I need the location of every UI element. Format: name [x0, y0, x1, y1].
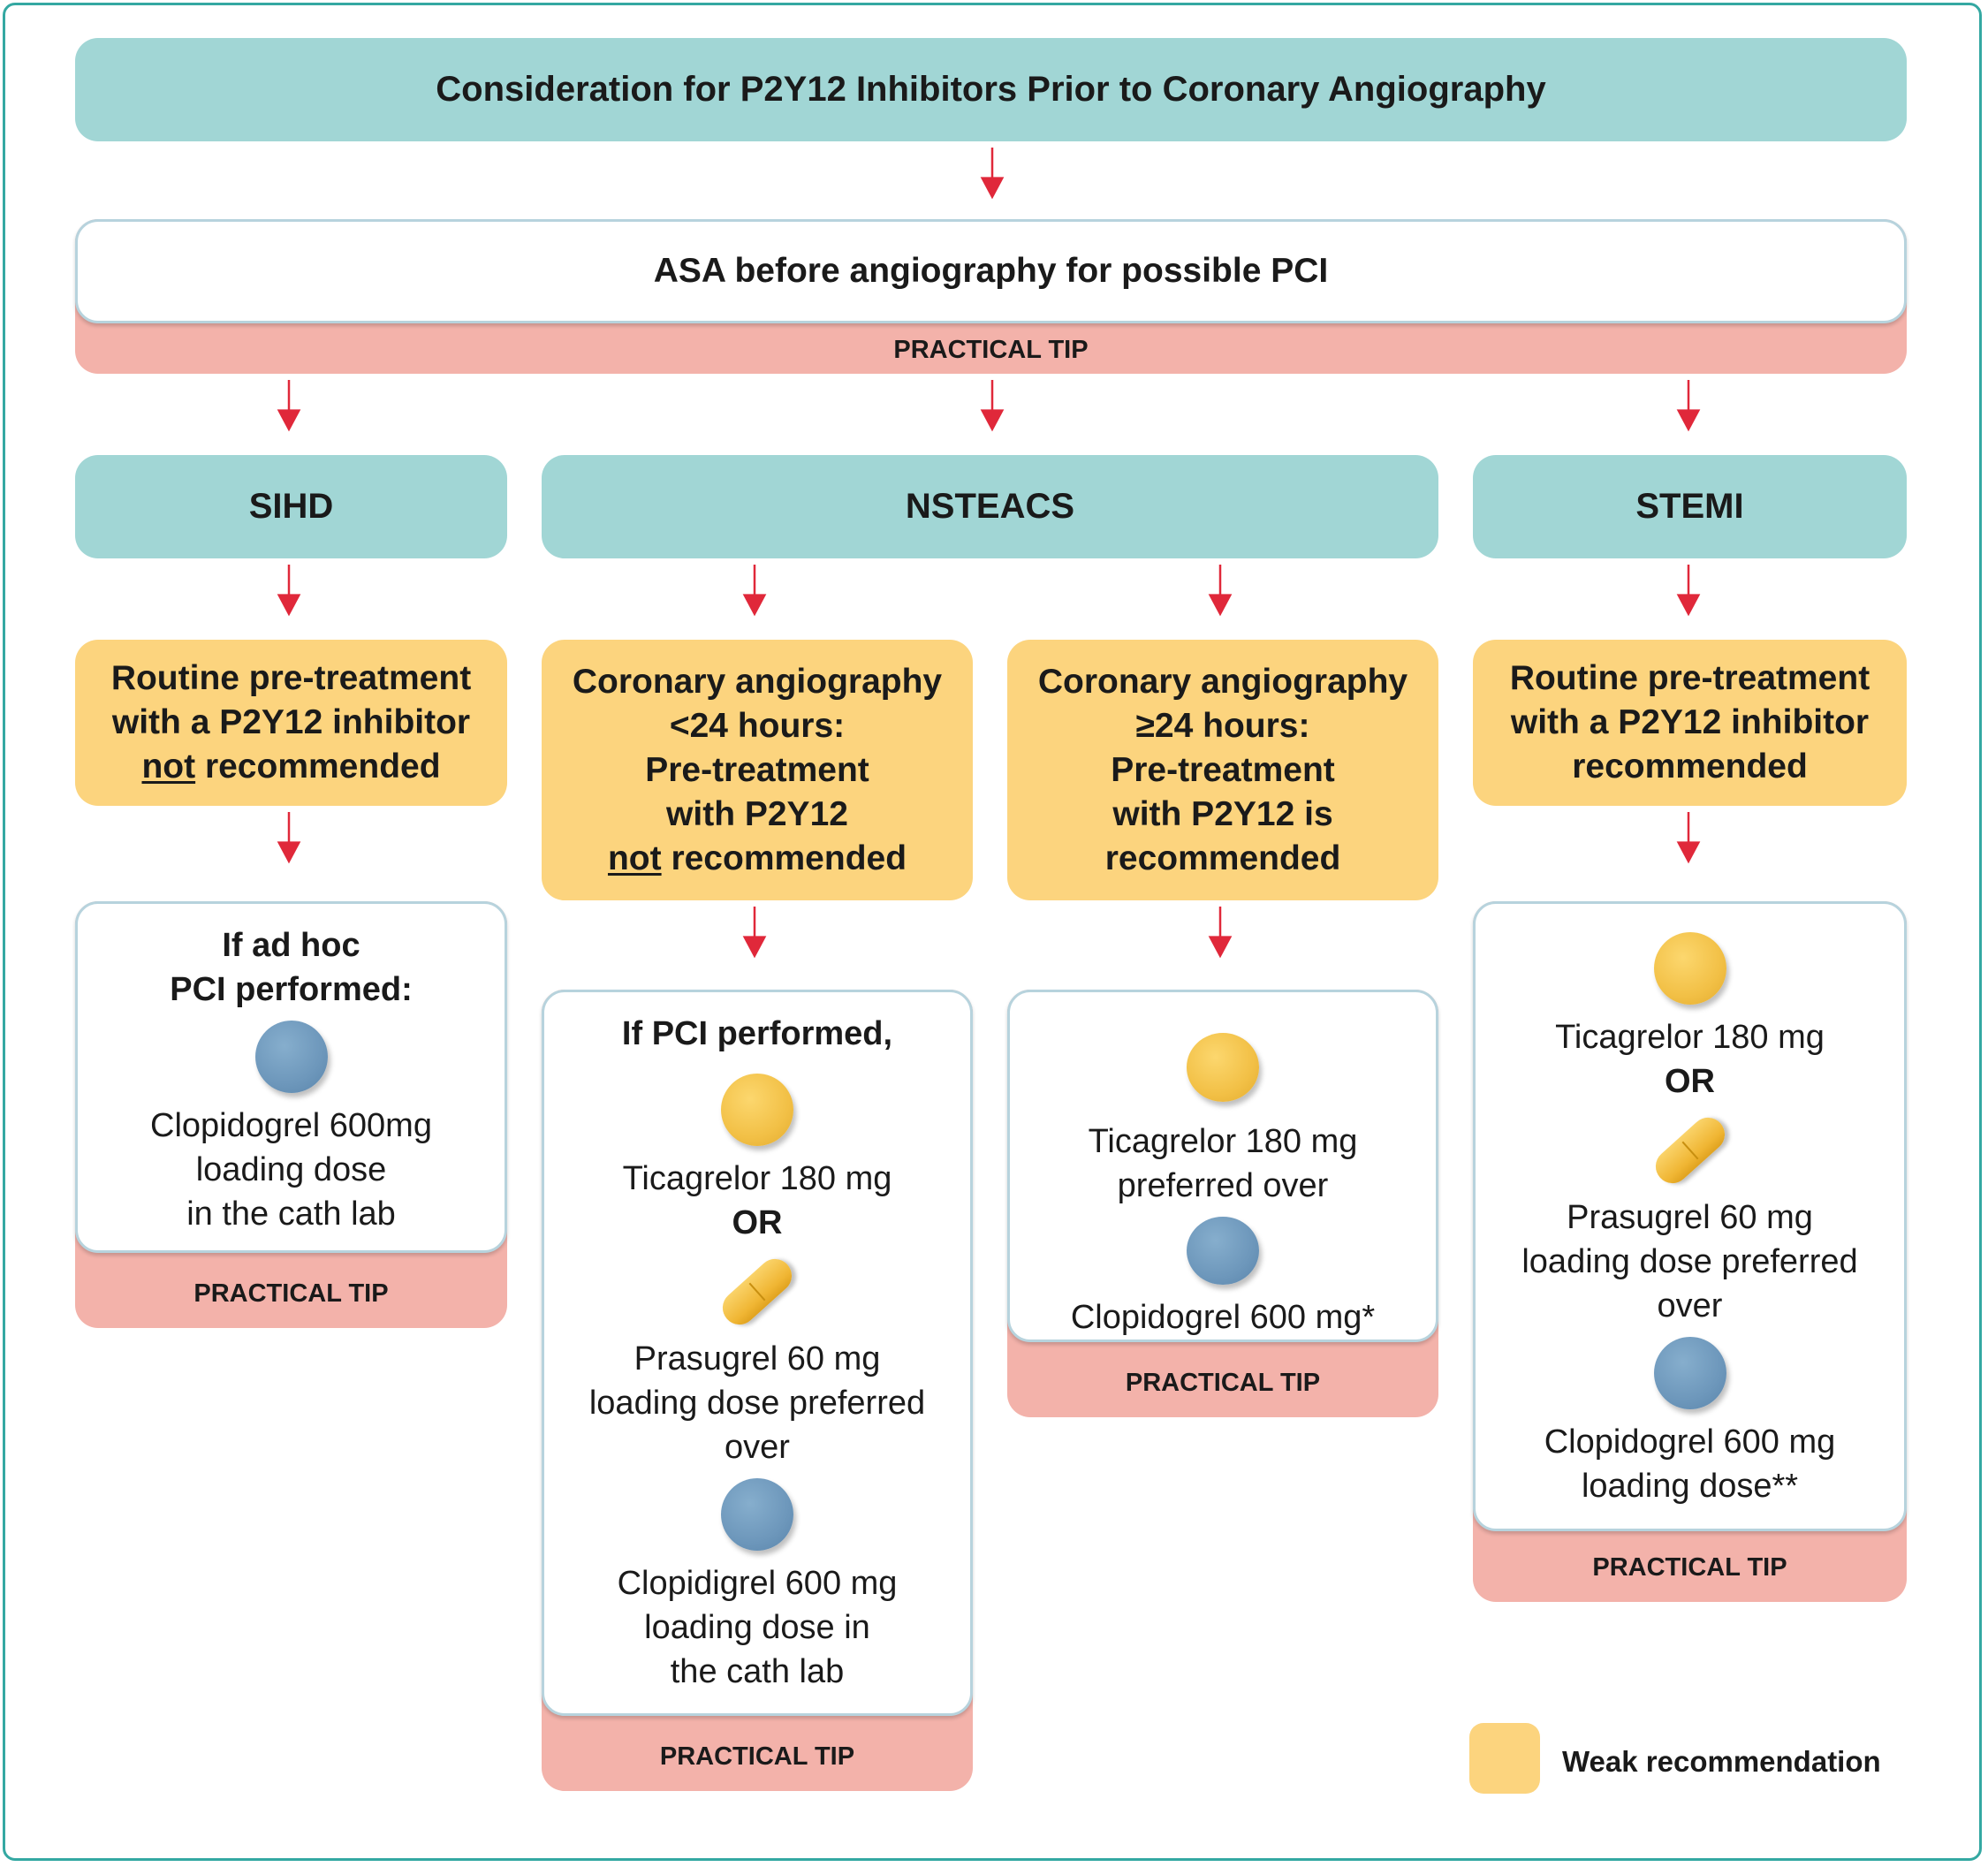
- legend-label: Weak recommendation: [1562, 1745, 1881, 1778]
- early-drug-c1: Clopidigrel 600 mg: [617, 1565, 898, 1602]
- sihd-rec-line3: not recommended: [141, 745, 440, 789]
- early-practical-tip: PRACTICAL TIP: [659, 1742, 855, 1771]
- stemi-rec-line1: Routine pre-treatment: [1509, 659, 1870, 697]
- arrow-sihd-to-rec: [277, 565, 301, 617]
- asa-box: ASA before angiography for possible PCI: [75, 219, 1907, 323]
- arrow-stemi-to-rec: [1676, 565, 1701, 617]
- early-drug-b2: loading dose preferred: [588, 1385, 926, 1422]
- clopidogrel-pill-icon: [1653, 1337, 1726, 1409]
- sihd-rec-not: not: [141, 748, 196, 786]
- stemi-drug-b2: loading dose preferred: [1521, 1243, 1858, 1280]
- stemi-drug-c2: loading dose**: [1581, 1468, 1799, 1505]
- stemi-drug-b3: over: [1657, 1287, 1723, 1324]
- diagram-title: Consideration for P2Y12 Inhibitors Prior…: [436, 70, 1546, 109]
- early-rec-line1: Coronary angiography: [572, 662, 943, 701]
- early-detail-heading: If PCI performed,: [621, 1015, 893, 1052]
- sihd-drug-line1: Clopidogrel 600mg: [150, 1107, 432, 1144]
- early-drug-b3: over: [725, 1429, 790, 1466]
- legend-swatch: [1469, 1723, 1540, 1794]
- nsteacs-late-recommendation: Coronary angiography ≥24 hours: Pre-trea…: [1007, 640, 1438, 900]
- sihd-rec-line2: with a P2Y12 inhibitor: [111, 703, 471, 741]
- arrow-asa-to-stemi: [1676, 380, 1701, 432]
- sihd-detail-box: If ad hoc PCI performed: Clopidogrel 600…: [75, 901, 507, 1253]
- late-detail-box: Ticagrelor 180 mg preferred over Clopido…: [1007, 990, 1438, 1342]
- sihd-rec-recommended: recommended: [195, 748, 441, 786]
- sihd-rec-line1: Routine pre-treatment: [110, 659, 472, 697]
- early-detail-box: If PCI performed, Ticagrelor 180 mg OR P…: [542, 990, 973, 1716]
- stemi-detail-box: Ticagrelor 180 mg OR Prasugrel 60 mg loa…: [1473, 901, 1907, 1531]
- early-drug-c3: the cath lab: [670, 1653, 845, 1690]
- stemi-practical-tip: PRACTICAL TIP: [1592, 1553, 1787, 1582]
- late-rec-line5: recommended: [1104, 839, 1341, 877]
- stemi-header-label: STEMI: [1635, 487, 1744, 526]
- early-drug-c2: loading dose in: [644, 1609, 870, 1646]
- late-rec-line1: Coronary angiography: [1037, 662, 1408, 701]
- late-drug-a2: preferred over: [1117, 1166, 1329, 1204]
- arrow-sihd-rec-to-detail: [277, 812, 301, 864]
- nsteacs-header: NSTEACS: [542, 455, 1438, 558]
- sihd-header-label: SIHD: [248, 487, 334, 526]
- sihd-practical-tip: PRACTICAL TIP: [193, 1279, 389, 1308]
- stemi-or: OR: [1665, 1063, 1715, 1100]
- clopidogrel-pill-icon: [721, 1478, 793, 1551]
- arrow-title-to-asa: [980, 148, 1005, 200]
- sihd-detail-line1: If ad hoc: [222, 927, 360, 964]
- sihd-drug-line2: loading dose: [195, 1151, 387, 1188]
- stemi-rec-line2: with a P2Y12 inhibitor: [1510, 703, 1870, 741]
- arrow-asa-to-sihd: [277, 380, 301, 432]
- asa-practical-tip: PRACTICAL TIP: [893, 336, 1089, 364]
- asa-text: ASA before angiography for possible PCI: [653, 252, 1329, 290]
- ticagrelor-pill-icon: [1187, 1033, 1259, 1102]
- early-rec-line2: <24 hours:: [669, 706, 846, 745]
- title-box: Consideration for P2Y12 Inhibitors Prior…: [75, 38, 1907, 141]
- stemi-header: STEMI: [1473, 455, 1907, 558]
- early-rec-not: not: [607, 839, 662, 877]
- clopidogrel-pill-icon: [1187, 1216, 1259, 1285]
- early-rec-recommended: recommended: [661, 839, 907, 877]
- arrow-stemi-rec-to-detail: [1676, 812, 1701, 864]
- stemi-drug-c1: Clopidogrel 600 mg: [1544, 1423, 1836, 1461]
- prasugrel-capsule-icon: [713, 1250, 801, 1332]
- late-rec-line2: ≥24 hours:: [1135, 706, 1310, 745]
- late-rec-line3: Pre-treatment: [1111, 750, 1335, 789]
- sihd-drug-line3: in the cath lab: [186, 1195, 396, 1233]
- early-or: OR: [732, 1204, 783, 1241]
- early-rec-line3: Pre-treatment: [645, 750, 869, 789]
- late-rec-line4: with P2Y12 is: [1112, 794, 1333, 833]
- arrow-nsteacs-to-early: [742, 565, 767, 617]
- early-rec-line4: with P2Y12: [666, 794, 848, 833]
- stemi-drug-b1: Prasugrel 60 mg: [1567, 1199, 1813, 1236]
- ticagrelor-pill-icon: [721, 1074, 793, 1146]
- ticagrelor-pill-icon: [1653, 932, 1726, 1005]
- stemi-rec-line3: recommended: [1572, 748, 1808, 786]
- prasugrel-capsule-icon: [1646, 1109, 1734, 1190]
- stemi-recommendation: Routine pre-treatment with a P2Y12 inhib…: [1473, 640, 1907, 806]
- arrow-early-rec-to-detail: [742, 907, 767, 959]
- arrow-late-rec-to-detail: [1208, 907, 1233, 959]
- early-rec-line5: not recommended: [608, 837, 907, 881]
- sihd-detail-line2: PCI performed:: [170, 971, 413, 1008]
- clopidogrel-pill-icon: [254, 1021, 328, 1093]
- diagram-frame: [3, 3, 1982, 1861]
- late-drug-b: Clopidogrel 600 mg*: [1070, 1299, 1376, 1336]
- early-drug-b1: Prasugrel 60 mg: [634, 1340, 881, 1377]
- nsteacs-early-recommendation: Coronary angiography <24 hours: Pre-trea…: [542, 640, 973, 900]
- stemi-drug-a: Ticagrelor 180 mg: [1555, 1019, 1825, 1056]
- arrow-nsteacs-to-late: [1208, 565, 1233, 617]
- late-practical-tip: PRACTICAL TIP: [1125, 1369, 1321, 1397]
- sihd-header: SIHD: [75, 455, 507, 558]
- early-drug-a: Ticagrelor 180 mg: [622, 1160, 892, 1197]
- late-drug-a1: Ticagrelor 180 mg: [1088, 1122, 1358, 1160]
- nsteacs-header-label: NSTEACS: [905, 487, 1075, 526]
- sihd-recommendation: Routine pre-treatment with a P2Y12 inhib…: [75, 640, 507, 806]
- arrow-asa-to-nsteacs: [980, 380, 1005, 432]
